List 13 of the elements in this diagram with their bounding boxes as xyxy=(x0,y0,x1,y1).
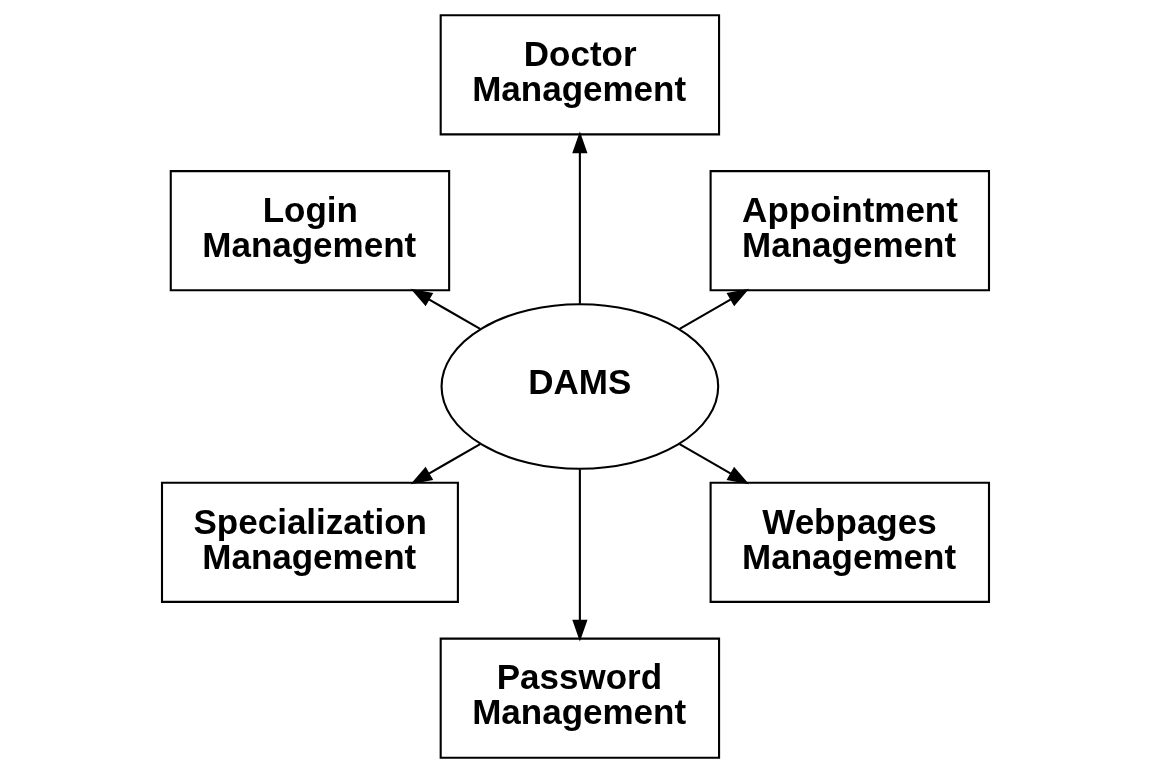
node-box: Webpages Management xyxy=(709,481,991,603)
arrow xyxy=(410,443,481,485)
node-box: Password Management xyxy=(439,637,721,759)
arrow xyxy=(679,443,750,485)
arrow xyxy=(410,288,481,330)
node-ellipse: DAMS xyxy=(440,303,720,470)
node-box: Appointment Management xyxy=(709,170,991,292)
node-box: Specialization Management xyxy=(160,481,459,603)
node-box: Login Management xyxy=(169,170,451,292)
node-box: Doctor Management xyxy=(439,14,721,136)
arrow xyxy=(572,131,588,304)
arrow xyxy=(679,288,750,330)
arrow xyxy=(572,469,588,642)
